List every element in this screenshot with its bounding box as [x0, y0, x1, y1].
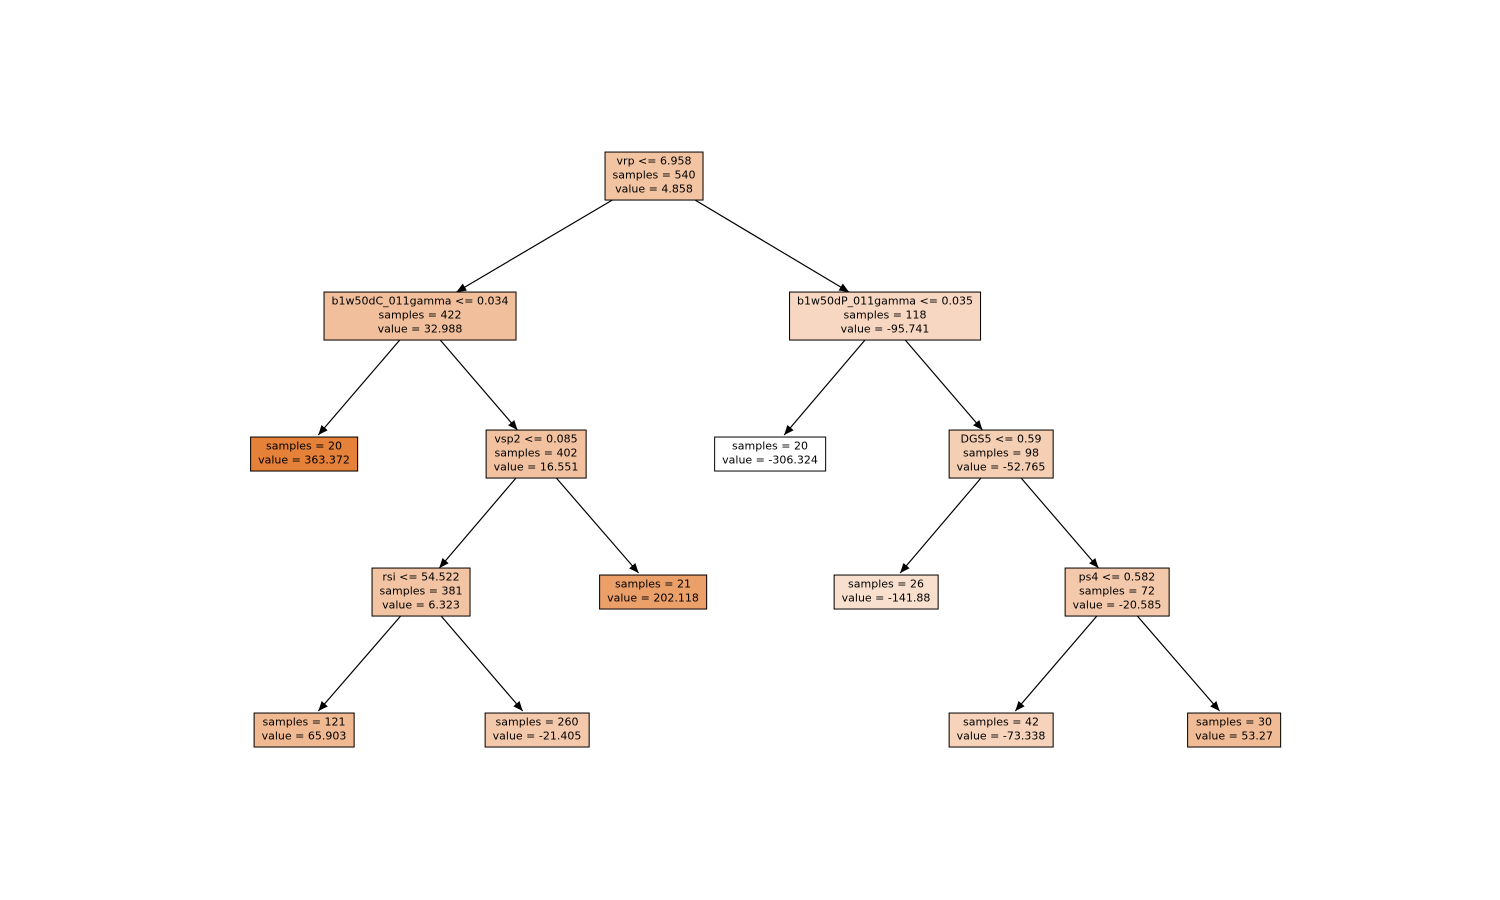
node-condition: ps4 <= 0.582	[1078, 570, 1156, 584]
tree-node-dgs5: DGS5 <= 0.59 samples = 98 value = -52.76…	[948, 429, 1054, 479]
node-value: value = 363.372	[258, 453, 350, 467]
tree-leaf-363: samples = 20 value = 363.372	[250, 436, 358, 472]
node-value: value = -20.585	[1072, 598, 1162, 612]
tree-node-ps4: ps4 <= 0.582 samples = 72 value = -20.58…	[1064, 567, 1170, 617]
edge-left-vsp2	[438, 337, 518, 431]
node-value: value = -95.741	[840, 322, 930, 336]
node-value: value = -306.324	[722, 453, 818, 467]
node-samples: samples = 381	[379, 584, 463, 598]
tree-leaf-neg73: samples = 42 value = -73.338	[948, 712, 1054, 748]
edge-vsp2-rightleaf	[554, 475, 640, 574]
node-samples: samples = 540	[612, 168, 696, 182]
node-samples: samples = 72	[1079, 584, 1155, 598]
edge-right-dgs5	[903, 337, 983, 431]
node-condition: rsi <= 54.522	[382, 570, 460, 584]
node-samples: samples = 30	[1196, 715, 1272, 729]
node-samples: samples = 121	[262, 715, 346, 729]
node-value: value = 65.903	[261, 729, 347, 743]
node-samples: samples = 21	[615, 577, 691, 591]
edge-vsp2-rsi	[438, 475, 519, 569]
edge-root-right	[689, 196, 850, 293]
edge-dgs5-ps4	[1018, 475, 1099, 569]
edge-ps4-rightleaf	[1135, 613, 1221, 712]
tree-leaf-neg21: samples = 260 value = -21.405	[484, 712, 590, 748]
tree-leaf-65: samples = 121 value = 65.903	[253, 712, 355, 748]
node-value: value = -52.765	[956, 460, 1046, 474]
edge-right-leftleaf	[783, 337, 868, 436]
node-condition: vrp <= 6.958	[616, 154, 692, 168]
edge-ps4-leftleaf	[1014, 613, 1100, 712]
edge-dgs5-leftleaf	[899, 475, 984, 574]
node-samples: samples = 98	[963, 446, 1039, 460]
node-samples: samples = 118	[843, 308, 927, 322]
node-samples: samples = 20	[266, 439, 342, 453]
tree-leaf-neg306: samples = 20 value = -306.324	[714, 436, 826, 472]
node-samples: samples = 42	[963, 715, 1039, 729]
node-samples: samples = 260	[495, 715, 579, 729]
node-condition: DGS5 <= 0.59	[960, 432, 1042, 446]
node-condition: b1w50dP_011gamma <= 0.035	[797, 294, 973, 308]
node-condition: vsp2 <= 0.085	[494, 432, 578, 446]
node-value: value = 202.118	[607, 591, 699, 605]
node-value: value = 16.551	[493, 460, 579, 474]
tree-leaf-neg141: samples = 26 value = -141.88	[833, 574, 939, 610]
tree-node-b1w50dC: b1w50dC_011gamma <= 0.034 samples = 422 …	[323, 291, 517, 341]
node-value: value = 6.323	[382, 598, 460, 612]
tree-leaf-53: samples = 30 value = 53.27	[1187, 712, 1281, 748]
tree-node-vsp2: vsp2 <= 0.085 samples = 402 value = 16.5…	[485, 429, 587, 479]
edge-root-left	[456, 196, 618, 293]
node-value: value = -21.405	[492, 729, 582, 743]
node-samples: samples = 422	[378, 308, 462, 322]
node-value: value = -141.88	[841, 591, 931, 605]
node-samples: samples = 402	[494, 446, 578, 460]
tree-leaf-202: samples = 21 value = 202.118	[599, 574, 707, 610]
node-value: value = 32.988	[377, 322, 463, 336]
node-value: value = 53.27	[1195, 729, 1273, 743]
node-condition: b1w50dC_011gamma <= 0.034	[331, 294, 509, 308]
node-samples: samples = 26	[848, 577, 924, 591]
edge-left-leftleaf	[317, 337, 402, 436]
node-samples: samples = 20	[732, 439, 808, 453]
node-value: value = 4.858	[615, 182, 693, 196]
tree-node-rsi: rsi <= 54.522 samples = 381 value = 6.32…	[371, 567, 471, 617]
node-value: value = -73.338	[956, 729, 1046, 743]
edge-rsi-leftleaf	[317, 613, 403, 712]
edge-rsi-rightleaf	[438, 613, 524, 712]
tree-node-b1w50dP: b1w50dP_011gamma <= 0.035 samples = 118 …	[789, 291, 981, 341]
tree-node-root: vrp <= 6.958 samples = 540 value = 4.858	[604, 151, 704, 201]
